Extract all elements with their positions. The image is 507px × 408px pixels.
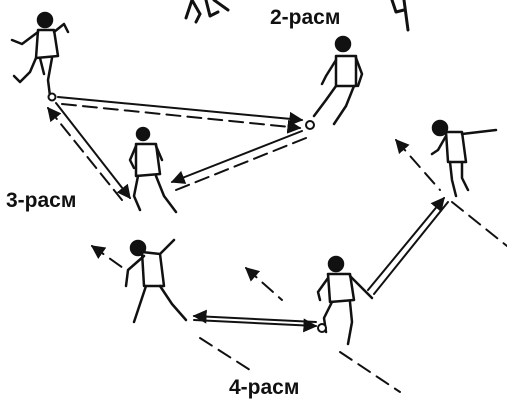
pass-lines-fig4 bbox=[194, 198, 448, 326]
figure-label-2: 2-расм bbox=[270, 7, 340, 28]
player-lower-right bbox=[318, 257, 372, 344]
player-top-left-cropped bbox=[186, 0, 228, 22]
ball-lower-right bbox=[318, 324, 326, 332]
pass-lines-triangle bbox=[56, 97, 302, 198]
player-center bbox=[130, 128, 176, 212]
ball-right bbox=[306, 121, 314, 129]
player-kicking-right bbox=[314, 37, 362, 124]
player-top-right-cropped bbox=[392, 0, 408, 30]
player-upper-right bbox=[432, 121, 496, 196]
player-lower-left bbox=[126, 240, 186, 322]
figure-label-4: 4-расм bbox=[229, 377, 299, 398]
player-top-left bbox=[12, 13, 68, 96]
run-lines-triangle bbox=[48, 104, 306, 200]
figure-label-3: 3-расм bbox=[6, 190, 76, 211]
ball-top-left bbox=[49, 94, 56, 101]
